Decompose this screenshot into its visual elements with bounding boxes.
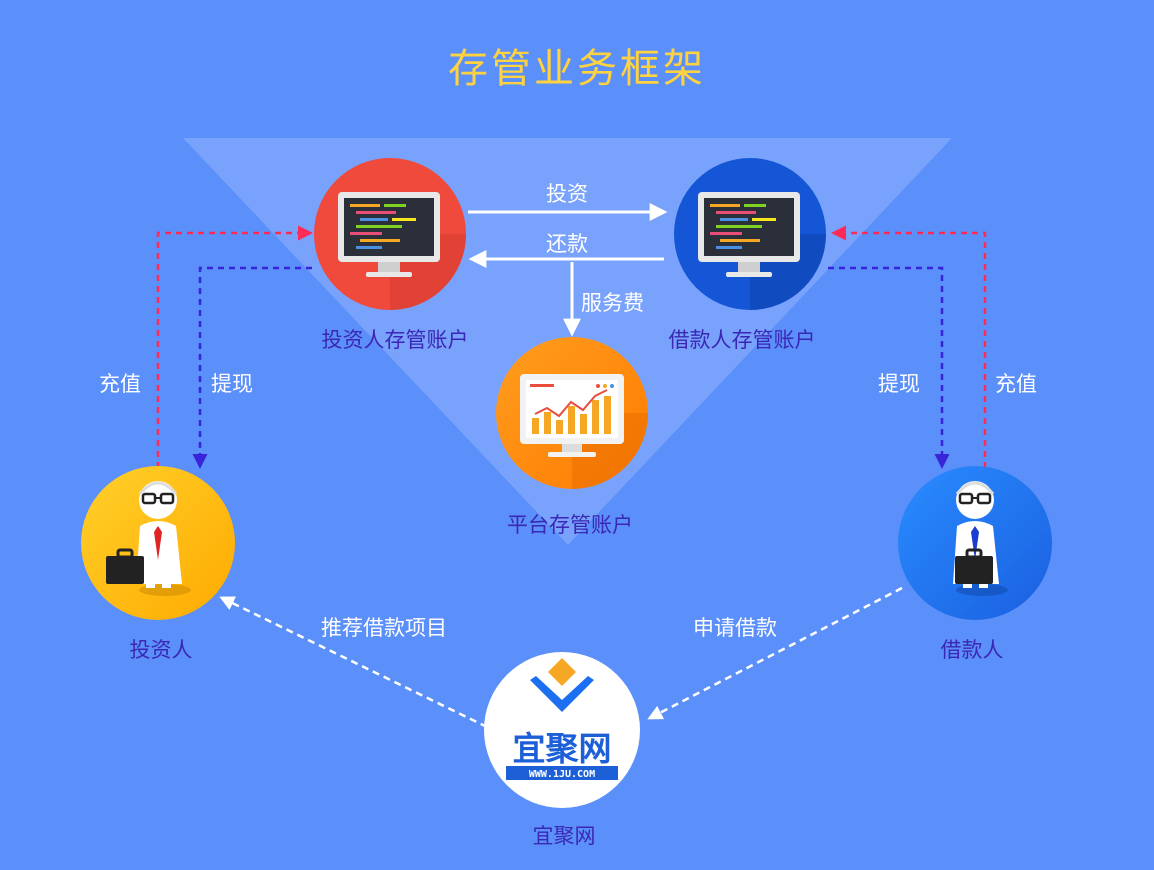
borrower-account-node: [674, 158, 826, 310]
logo-mark-icon: [530, 658, 594, 712]
logo-url: WWW.1JU.COM: [529, 769, 595, 780]
businessman-icon: [106, 481, 191, 596]
businessman-icon: [953, 481, 1008, 596]
monitor-icon: [698, 192, 800, 277]
platform-account-node: [496, 337, 648, 489]
repay-label: 还款: [546, 232, 588, 256]
borrower-withdraw-line: [828, 266, 950, 469]
borrower-deposit-line: [831, 225, 987, 468]
investor-withdraw-label: 提现: [211, 372, 253, 396]
monitor-icon: [338, 192, 440, 277]
investor-label: 投资人: [129, 638, 193, 662]
apply-loan-line: [647, 586, 903, 720]
borrower-withdraw-label: 提现: [878, 372, 920, 396]
borrower-label: 借款人: [940, 638, 1004, 662]
logo-text: 宜聚网: [513, 729, 612, 768]
investor-node: [81, 466, 235, 620]
recommend-line: [219, 596, 488, 729]
recommend-label: 推荐借款项目: [321, 616, 447, 640]
borrower-deposit-label: 充值: [995, 372, 1037, 396]
investor-deposit-line: [156, 225, 313, 468]
borrower-account-label: 借款人存管账户: [668, 328, 816, 352]
platform-logo-node: 宜聚网 WWW.1JU.COM: [484, 652, 640, 808]
platform-label: 宜聚网: [532, 824, 596, 848]
investor-account-node: [314, 158, 466, 310]
page-title: 存管业务框架: [448, 46, 706, 92]
borrower-node: [898, 466, 1052, 620]
investor-deposit-label: 充值: [99, 372, 141, 396]
apply-loan-label: 申请借款: [693, 616, 777, 640]
investor-withdraw-line: [192, 266, 312, 469]
platform-account-label: 平台存管账户: [507, 513, 633, 537]
chart-monitor-icon: [520, 374, 624, 457]
service-fee-label: 服务费: [581, 291, 644, 315]
investor-account-label: 投资人存管账户: [321, 328, 469, 352]
invest-label: 投资: [546, 182, 588, 206]
